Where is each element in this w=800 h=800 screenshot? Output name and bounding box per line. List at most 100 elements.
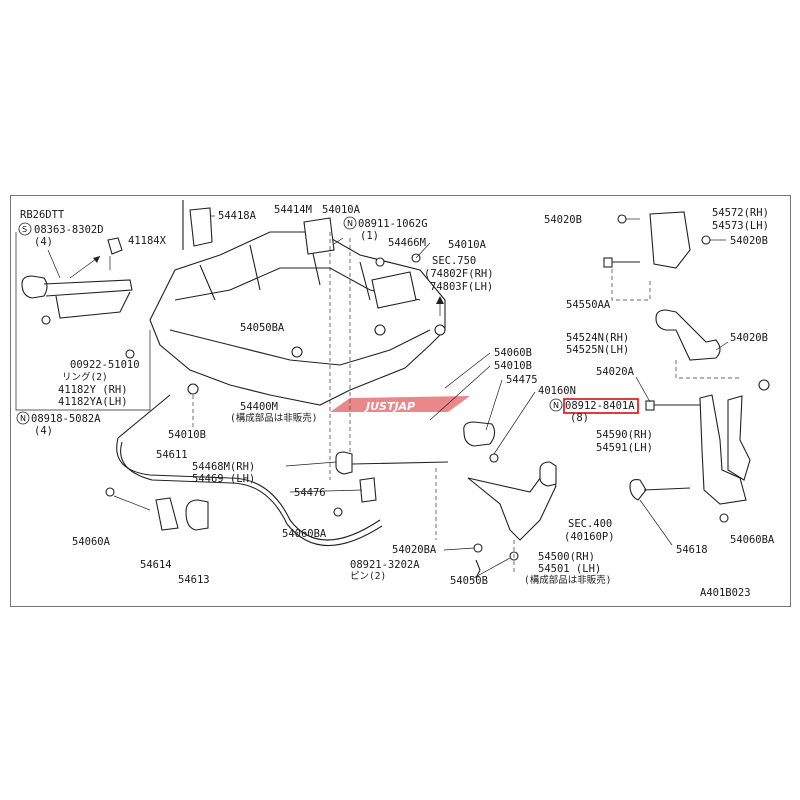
lower-arm-body — [467, 469, 557, 541]
callout-54500: 54500(RH) — [538, 551, 595, 563]
callout-54500-note: (構成部品は非販売) — [524, 574, 611, 586]
watermark-logo: JUSTJAP — [330, 396, 470, 413]
callout-00922-51010: 00922-51010 — [70, 359, 140, 371]
watermark-text: JUSTJAP — [364, 400, 415, 413]
callout-08912-qty: (8) — [570, 412, 589, 424]
bolt-54060a — [105, 487, 115, 497]
callout-08911-1062g: 08911-1062G — [358, 218, 428, 230]
bracket-54418a — [189, 207, 213, 247]
callout-54475: 54475 — [506, 374, 538, 386]
n-marker-08912-text: N — [553, 401, 559, 410]
bushing-54613 — [185, 499, 209, 531]
transverse-link-54500 — [435, 421, 557, 579]
callout-54020ba: 54020BA — [392, 544, 437, 556]
callout-54418a: 54418A — [218, 210, 257, 222]
callout-54525n: 54525N(LH) — [566, 344, 629, 356]
callout-54020a: 54020A — [596, 366, 635, 378]
clip-41184x — [107, 237, 123, 255]
callout-54618: 54618 — [676, 544, 708, 556]
callout-54400m-note: (構成部品は非販売) — [230, 412, 317, 424]
bolt-08918 — [41, 315, 51, 325]
callout-54060ba-1: 54060BA — [282, 528, 327, 540]
highlight-box — [563, 398, 639, 414]
rb26dtt-inset: RB26DTT S 08363-8302D (4) 41184X 00922-5… — [15, 209, 167, 437]
figure-code: A401B023 — [700, 587, 751, 599]
crossmember-54400m — [149, 200, 446, 480]
nut-54020b-1 — [617, 214, 627, 224]
callout-pin: ピン(2) — [350, 571, 386, 582]
link-54468m — [335, 451, 353, 475]
stabilizer-bar-54611 — [116, 394, 381, 541]
callout-54010b-1: 54010B — [494, 360, 532, 372]
callout-54501: 54501 (LH) — [538, 563, 601, 575]
callout-54020b-2: 54020B — [730, 235, 768, 247]
hole-54050ba — [291, 346, 303, 358]
callout-54614: 54614 — [140, 559, 172, 571]
nut-54060ba-2 — [719, 513, 729, 523]
knuckle-54590 — [699, 394, 747, 505]
callout-54476: 54476 — [294, 487, 326, 499]
n-marker-text: N — [20, 414, 26, 423]
callout-54010b-2: 54010B — [168, 429, 206, 441]
callout-08911-qty: (1) — [360, 230, 379, 242]
callout-41182ya: 41182YA(LH) — [58, 396, 128, 408]
bracket-plate — [55, 291, 131, 319]
callout-54468m: 54468M(RH) — [192, 461, 255, 473]
bracket-54572 — [649, 211, 691, 269]
callout-54590: 54590(RH) — [596, 429, 653, 441]
bushing-arm — [21, 275, 48, 299]
callout-74803f: 74803F(LH) — [430, 281, 493, 293]
callout-54591: 54591(LH) — [596, 442, 653, 454]
n-marker-08911 — [343, 216, 357, 230]
s-marker-text: S — [22, 225, 27, 234]
callout-54414m: 54414M — [274, 204, 312, 216]
callout-41182y: 41182Y (RH) — [58, 384, 128, 396]
nut-54060ba — [333, 507, 343, 517]
callout-54573: 54573(LH) — [712, 220, 769, 232]
callout-08363-qty: (4) — [34, 236, 53, 248]
callout-54020b-3: 54020B — [730, 332, 768, 344]
n-marker — [16, 411, 30, 425]
callout-sec750: SEC.750 — [432, 255, 476, 267]
nut-54010b — [187, 383, 199, 395]
callout-54060b: 54060B — [494, 347, 532, 359]
washer-00922 — [125, 349, 135, 359]
callout-74802f: (74802F(RH) — [424, 268, 494, 280]
right-assembly — [603, 211, 770, 523]
callout-ring: リング(2) — [62, 371, 108, 383]
callout-54613: 54613 — [178, 574, 210, 586]
callout-08921-3202a: 08921-3202A — [350, 559, 420, 571]
bracket-54414m — [303, 217, 335, 255]
callout-08363-8302d: 08363-8302D — [34, 224, 104, 236]
callout-40160p: (40160P) — [564, 531, 615, 543]
compression-rod-54524n — [655, 309, 721, 361]
callout-54050ba-1: 54050BA — [240, 322, 285, 334]
callout-54524n: 54524N(RH) — [566, 332, 629, 344]
callout-40160n: 40160N — [538, 385, 576, 397]
callout-54010a-2: 54010A — [448, 239, 487, 251]
callout-08918-qty: (4) — [34, 425, 53, 437]
bushing-54476 — [359, 477, 377, 503]
callout-54469: 54469 (LH) — [192, 473, 255, 485]
link-arm — [43, 279, 133, 297]
callout-54060ba-2: 54060BA — [730, 534, 775, 546]
s-marker — [18, 222, 32, 236]
callout-54020b-1: 54020B — [544, 214, 582, 226]
n-marker-08911-text: N — [347, 219, 353, 228]
callout-sec400: SEC.400 — [568, 518, 612, 530]
balljoint-40160p — [539, 461, 557, 487]
nut-54020b-3 — [758, 379, 770, 391]
callout-54400m: 54400M — [240, 401, 278, 413]
stabilizer-assembly — [105, 394, 449, 546]
nut-54020b-2 — [701, 235, 711, 245]
callout-54050b: 54050B — [450, 575, 488, 587]
diagram-frame — [10, 195, 791, 607]
callout-54060a: 54060A — [72, 536, 111, 548]
engine-label: RB26DTT — [20, 209, 65, 221]
crossmember-body — [149, 231, 446, 406]
callout-54010a-1: 54010A — [322, 204, 361, 216]
balljoint-40160n — [463, 421, 496, 447]
link-54618 — [629, 479, 647, 501]
nut-54020ba — [473, 543, 483, 553]
